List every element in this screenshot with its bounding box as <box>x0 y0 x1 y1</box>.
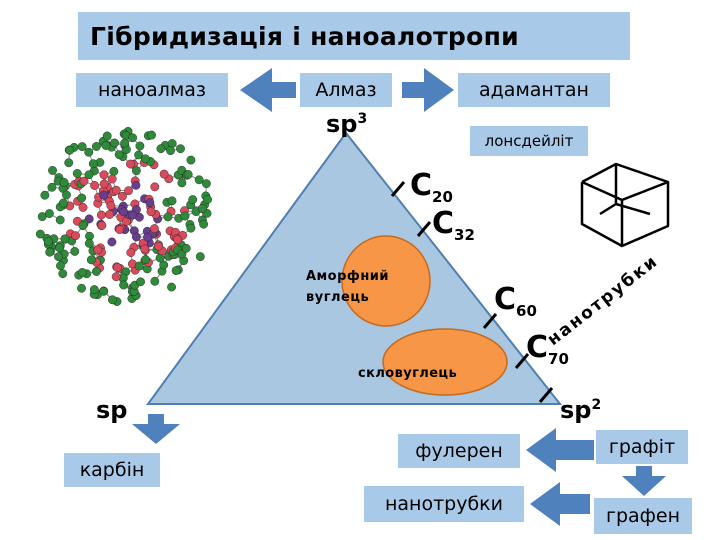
diamond-box: Алмаз <box>300 73 392 107</box>
carbyne-box: карбін <box>64 453 160 487</box>
fullerene-box: фулерен <box>398 434 520 468</box>
tick-c70 <box>514 353 530 369</box>
amorphous-carbon-label: Аморфний вуглець <box>306 269 390 305</box>
glassy-carbon-region <box>382 328 508 396</box>
vertex-sp2-label: sp2 <box>560 396 602 424</box>
arrow-down-to-carbyne <box>132 414 180 444</box>
tick-nanotubes <box>538 387 554 403</box>
graphene-box: графен <box>594 498 692 534</box>
fullerene-c20-label: C20 <box>410 168 453 206</box>
arrow-right-to-adamantane <box>402 68 454 112</box>
fullerene-c70-label: C70 <box>526 330 569 368</box>
tick-c60 <box>482 313 498 329</box>
tick-c32 <box>416 221 432 237</box>
adamantane-box: адамантан <box>458 73 610 107</box>
page-title: Гібридизація і наноалотропи <box>78 12 630 60</box>
tick-c20 <box>390 181 406 197</box>
arrow-left-to-fullerene <box>526 428 594 472</box>
nanodiamond-model-icon <box>35 127 212 306</box>
lonsdaleite-box: лонсдейліт <box>470 126 588 156</box>
arrow-down-to-graphene <box>622 466 666 496</box>
adamantane-structure-icon <box>580 162 670 248</box>
vertex-sp3-label: sp3 <box>326 110 368 138</box>
amorphous-carbon-region <box>341 235 431 327</box>
graphite-box: графіт <box>596 430 688 464</box>
vertex-sp-label: sp <box>96 396 128 424</box>
nanotubes-box: нанотрубки <box>364 486 524 522</box>
nanodiamond-box: наноалмаз <box>76 73 228 107</box>
fullerene-c60-label: C60 <box>494 282 537 320</box>
glassy-carbon-label: скловуглець <box>358 366 458 381</box>
fullerene-c32-label: C32 <box>432 206 475 244</box>
arrow-left-to-nanodiamond <box>240 68 296 112</box>
arrow-left-to-nanotubes <box>530 482 590 526</box>
